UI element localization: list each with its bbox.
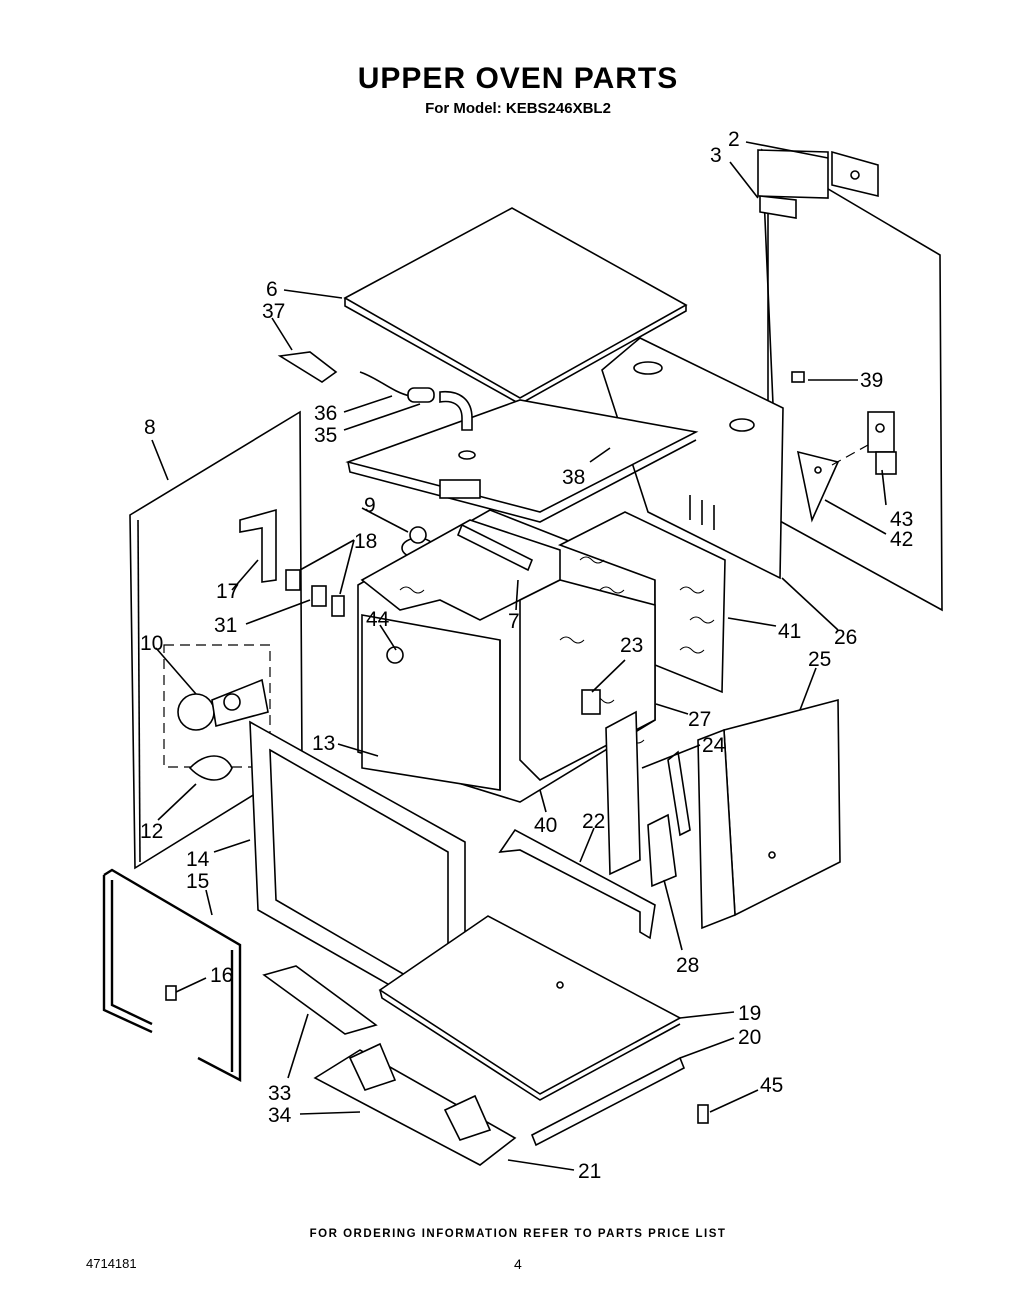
callout-14: 14 <box>186 848 210 871</box>
callout-25: 25 <box>808 648 831 671</box>
bracket-part-22 <box>498 828 656 940</box>
callout-9: 9 <box>364 494 376 517</box>
channel-part <box>456 523 534 572</box>
leader-lines <box>151 141 887 1171</box>
callout-44: 44 <box>366 608 390 631</box>
page-title: UPPER OVEN PARTS <box>357 62 679 95</box>
callout-12: 12 <box>140 820 163 843</box>
model-subtitle: For Model: KEBS246XBL2 <box>425 100 611 117</box>
callout-43: 43 <box>890 508 913 531</box>
door-gasket-part <box>102 868 242 1082</box>
callout-6: 6 <box>266 278 278 301</box>
clip-part-39 <box>791 371 805 383</box>
callout-45: 45 <box>760 1074 783 1097</box>
callout-21: 21 <box>578 1160 601 1183</box>
callout-28: 28 <box>676 954 699 977</box>
callout-23: 23 <box>620 634 643 657</box>
callout-16: 16 <box>210 964 233 987</box>
callout-8: 8 <box>144 416 156 439</box>
callout-39: 39 <box>860 369 883 392</box>
callout-2: 2 <box>728 128 740 151</box>
callout-22: 22 <box>582 810 605 833</box>
bracket-sensor-parts <box>277 351 476 460</box>
vent-duct-parts <box>262 965 517 1166</box>
oven-light-part <box>177 678 269 781</box>
ordering-info-note: FOR ORDERING INFORMATION REFER TO PARTS … <box>309 1228 727 1240</box>
callout-37: 37 <box>262 300 285 323</box>
callout-labels: 2 3 6 37 39 36 35 8 38 43 42 9 18 17 31 … <box>140 128 913 1183</box>
document-number: 4714181 <box>86 1256 137 1271</box>
callout-20: 20 <box>738 1026 761 1049</box>
callout-35: 35 <box>314 424 337 447</box>
hinge-parts <box>605 710 691 888</box>
callout-10: 10 <box>140 632 163 655</box>
callout-17: 17 <box>216 580 239 603</box>
callout-34: 34 <box>268 1104 292 1127</box>
bracket-switch-part <box>796 411 897 523</box>
callout-13: 13 <box>312 732 335 755</box>
callout-7: 7 <box>508 610 520 633</box>
callout-27: 27 <box>688 708 711 731</box>
callout-36: 36 <box>314 402 337 425</box>
callout-33: 33 <box>268 1082 291 1105</box>
rail-clip-parts <box>530 1056 709 1147</box>
callout-26: 26 <box>834 626 857 649</box>
callout-42: 42 <box>890 528 913 551</box>
callout-41: 41 <box>778 620 801 643</box>
small-bracket-parts <box>239 508 345 617</box>
callout-31: 31 <box>214 614 237 637</box>
callout-18: 18 <box>354 530 377 553</box>
page-number: 4 <box>514 1256 522 1272</box>
callout-15: 15 <box>186 870 209 893</box>
callout-3: 3 <box>710 144 722 167</box>
callout-40: 40 <box>534 814 557 837</box>
right-side-panel-part <box>601 337 784 580</box>
callout-24: 24 <box>702 734 726 757</box>
callout-19: 19 <box>738 1002 761 1025</box>
callout-38: 38 <box>562 466 585 489</box>
